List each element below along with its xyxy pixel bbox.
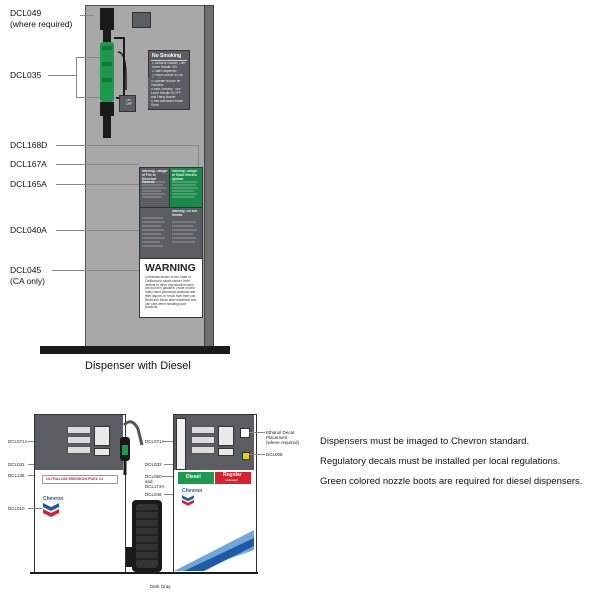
right-display-3 — [191, 446, 215, 454]
leader-line — [28, 464, 34, 465]
leader-line — [76, 57, 100, 58]
leader-line — [249, 432, 265, 433]
no-smoking-step: 4 Operate Nozzle for Gasoline — [151, 80, 181, 87]
note-regulatory: Regulatory decals must be installed per … — [320, 456, 561, 467]
ca-warning-decal: WARNING Chemicals known to the State of … — [139, 258, 203, 318]
callout-left-dcl135: DCL135 — [8, 473, 25, 478]
leader-line — [56, 164, 139, 165]
dispenser-side-panel — [204, 5, 214, 348]
ca-warning-title: WARNING — [145, 262, 196, 274]
callout-dcl167a: DCL167A — [10, 159, 47, 169]
leader-line — [80, 15, 94, 16]
chevron-logo-icon — [43, 503, 59, 517]
callout-dcl035: DCL035 — [10, 70, 42, 80]
note-imaging: Dispensers must be imaged to Chevron sta… — [320, 436, 530, 447]
callout-dcl008: DCL008 — [266, 452, 283, 457]
callout-dcl045: DCL045 — [10, 265, 42, 275]
note-nozzle-boots: Green colored nozzle boots are required … — [320, 476, 583, 487]
no-smoking-title: No Smoking — [152, 53, 182, 59]
callout-dcl040a: DCL040A — [10, 225, 47, 235]
callout-dcl168d: DCL168D — [10, 140, 48, 150]
techron-label: Techron — [230, 560, 245, 565]
leader-line — [76, 57, 77, 97]
no-smoking-decal-lower: 4 Operate Nozzle for Gasoline 5 After De… — [148, 78, 188, 108]
warning-right-title: Warning: Danger of Static Electric Ignit… — [172, 170, 198, 181]
right-display-2 — [191, 436, 215, 444]
right-side-decals — [176, 418, 186, 470]
callout-ethanol-placement: Ethanol Decal Placement (where required) — [266, 430, 300, 445]
leader-line — [249, 454, 265, 455]
leader-line — [28, 508, 42, 509]
warning-decal-lower: Warning: Do Not Smoke — [139, 207, 203, 259]
ethanol-decal-spot — [240, 428, 250, 438]
no-smoking-step: 1 Remove Nozzle, Turn Lever Handle ON — [152, 62, 186, 69]
left-banner: ULTRALOW EMISSION FUEL #1 — [42, 475, 118, 484]
no-smoking-step: 2 Start Dispenser — [152, 70, 177, 73]
leader-line — [56, 184, 139, 185]
leader-line — [76, 97, 100, 98]
right-display-1 — [191, 426, 215, 434]
left-display-3 — [67, 446, 91, 454]
hose-reel-icon — [120, 420, 162, 572]
leader-line — [162, 476, 173, 477]
warning-decal-text-lines — [142, 181, 198, 247]
bottom-diagram-caption: Dark Gray — [150, 584, 171, 589]
regular-grade-sub: Unleaded — [225, 478, 238, 482]
regular-grade-label: Regular — [223, 472, 242, 478]
leader-line — [28, 475, 34, 476]
callout-dcl045-sub: (CA only) — [10, 276, 45, 286]
callout-dcl165a: DCL165A — [10, 179, 47, 189]
callout-right-dcl071a: DCL071A — [145, 439, 165, 444]
warning-bottom-title: Warning: Do Not Smoke — [172, 210, 198, 217]
no-smoking-step: 6 See Attendant Inside Store — [151, 100, 184, 107]
top-diagram-caption: Dispenser with Diesel — [85, 360, 191, 372]
callout-right-dcl049: DCL049 — [145, 492, 162, 497]
callout-left-dcl032: DCL032 — [8, 462, 25, 467]
leader-line — [48, 75, 76, 76]
right-card-reader — [218, 448, 234, 456]
diesel-grade-label: Diesel — [186, 474, 201, 480]
callout-right-dcl050: DCL050 and DCL172A — [145, 474, 165, 489]
left-chevron-brand: Chevron — [43, 496, 64, 502]
leader-line — [52, 270, 139, 271]
left-card-reader — [94, 448, 110, 456]
leader-line — [56, 230, 139, 231]
lever-decal: ON OFF — [119, 95, 136, 112]
callout-dcl049: DCL049 — [10, 8, 42, 18]
left-keypad — [94, 426, 110, 446]
callout-right-dcl032: DCL032 — [145, 462, 162, 467]
left-display-1 — [67, 426, 91, 434]
leader-line — [56, 145, 198, 146]
callout-dcl049-sub: (where required) — [10, 19, 73, 29]
techron-swoosh-graphic — [174, 530, 254, 571]
no-smoking-step: 5 After Delivery, Turn Lever Handle to O… — [151, 88, 181, 99]
diesel-nozzle-icon — [100, 8, 127, 138]
regular-grade-panel: Regular Unleaded — [215, 472, 251, 484]
left-banner-text: ULTRALOW EMISSION FUEL #1 — [46, 477, 104, 481]
dispenser-base — [40, 346, 230, 354]
leader-line — [164, 464, 173, 465]
no-smoking-divider — [151, 60, 187, 61]
dcl008-decal — [242, 452, 250, 460]
diesel-grade-panel: Diesel — [178, 472, 214, 484]
leader-line — [198, 145, 199, 167]
leader-line — [28, 441, 34, 442]
ca-warning-body: Chemicals known to the State of Californ… — [145, 276, 197, 310]
callout-left-dcl010: DCL010 — [8, 506, 25, 511]
chevron-logo-icon — [182, 495, 194, 506]
bottom-base — [30, 572, 258, 574]
callout-left-dcl071a: DCL071A — [8, 439, 28, 444]
top-decal-small — [132, 12, 151, 28]
lever-decal-text: ON OFF — [126, 99, 133, 106]
leader-line — [164, 494, 173, 495]
right-chevron-brand: Chevron — [182, 488, 203, 494]
left-display-2 — [67, 436, 91, 444]
right-keypad — [218, 426, 234, 446]
leader-line — [164, 441, 173, 442]
